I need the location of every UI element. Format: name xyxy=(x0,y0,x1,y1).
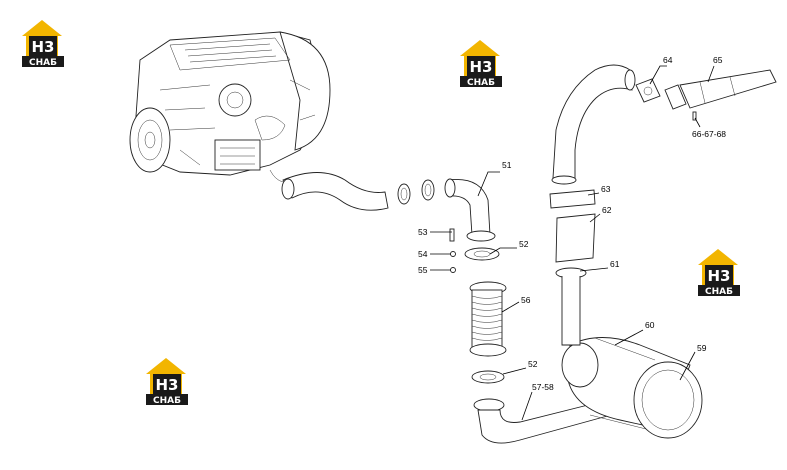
callout-61: 61 xyxy=(610,259,620,269)
part-52-gasket-upper xyxy=(464,247,500,261)
callout-54: 54 xyxy=(418,249,428,259)
callout-52-upper: 52 xyxy=(519,239,529,249)
part-66-68-clamp xyxy=(664,84,697,121)
brand-logo-4: H3 СНАБ xyxy=(146,358,188,406)
logo-word: СНАБ xyxy=(153,396,181,406)
callout-56: 56 xyxy=(521,295,531,305)
brand-logo-3: H3 СНАБ xyxy=(698,249,740,297)
logo-word: СНАБ xyxy=(467,78,495,88)
callout-51: 51 xyxy=(502,160,512,170)
upper-exhaust-pipe xyxy=(551,64,636,185)
part-62-heat-shield xyxy=(555,213,596,263)
part-64-flange xyxy=(635,78,661,103)
logo-mark: H3 xyxy=(32,38,55,56)
callout-53: 53 xyxy=(418,227,428,237)
part-59-muffler-cap xyxy=(633,361,703,439)
callout-57-58: 57-58 xyxy=(532,382,554,392)
logo-mark: H3 xyxy=(156,376,179,394)
callout-63: 63 xyxy=(601,184,611,194)
callout-60: 60 xyxy=(645,320,655,330)
logo-mark: H3 xyxy=(470,58,493,76)
callout-65: 65 xyxy=(713,55,723,65)
brand-logo-2: H3 СНАБ xyxy=(460,40,502,88)
part-52-gasket-lower xyxy=(471,370,505,384)
part-61-riser-flange xyxy=(555,267,587,346)
logo-word: СНАБ xyxy=(705,287,733,297)
part-65-tail-pipe xyxy=(679,69,777,109)
logo-mark: H3 xyxy=(708,267,731,285)
logo-word: СНАБ xyxy=(29,58,57,68)
callout-64: 64 xyxy=(663,55,673,65)
exhaust-elbow-pipe xyxy=(269,169,389,211)
callout-62: 62 xyxy=(602,205,612,215)
fasteners-53-55 xyxy=(449,228,456,273)
callout-55: 55 xyxy=(418,265,428,275)
callout-labels: 51 52 52 53 54 55 56 57-58 59 60 61 62 6… xyxy=(418,55,726,392)
callout-66-67-68: 66-67-68 xyxy=(692,129,726,139)
callout-59: 59 xyxy=(697,343,707,353)
callout-52-lower: 52 xyxy=(528,359,538,369)
part-56-flex-bellows xyxy=(469,281,507,357)
brand-logo-1: H3 СНАБ xyxy=(22,20,64,68)
pipe-clamps xyxy=(397,179,435,205)
leader-lines xyxy=(430,65,715,421)
engine-illustration xyxy=(129,31,331,176)
part-63-bracket xyxy=(549,189,596,209)
